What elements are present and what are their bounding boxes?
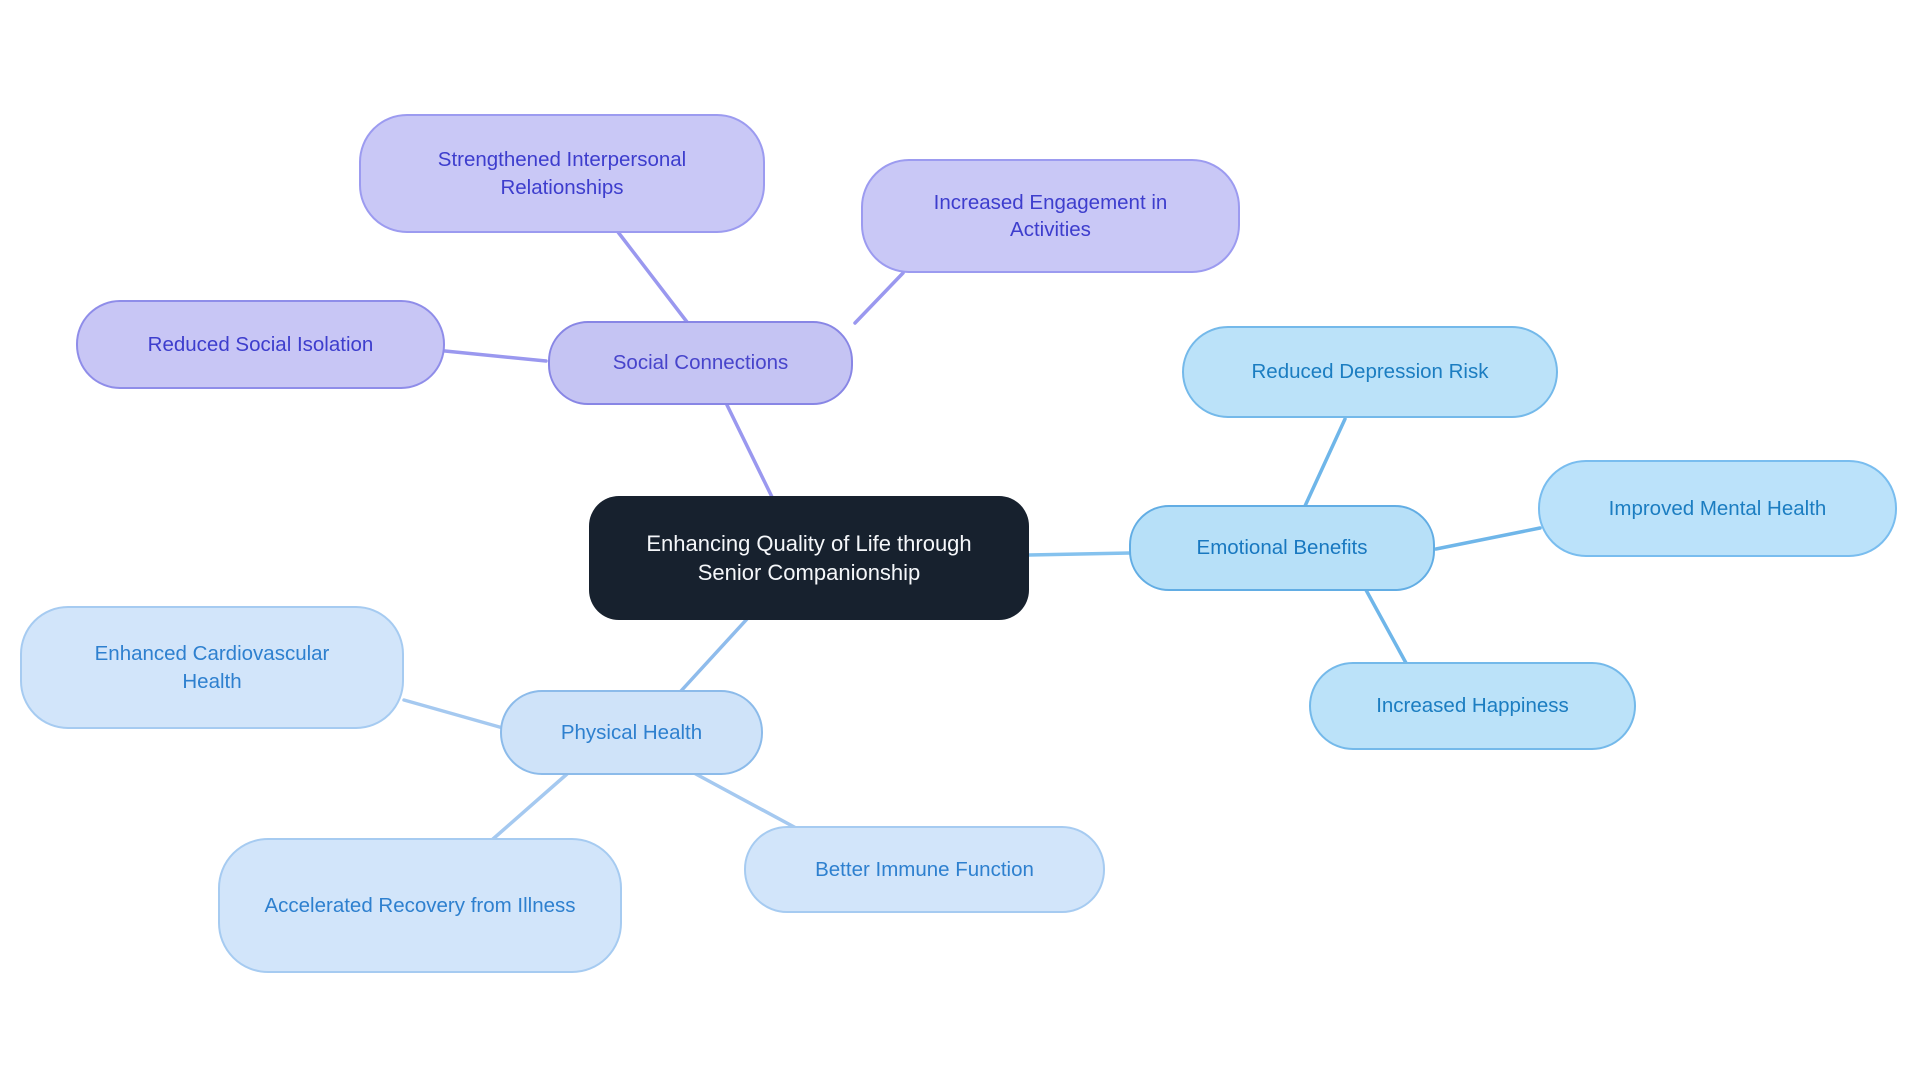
edge-central-physical-health (679, 617, 749, 693)
node-reduced-social-isolation[interactable]: Reduced Social Isolation (76, 300, 445, 389)
node-reduced-depression-risk[interactable]: Reduced Depression Risk (1182, 326, 1558, 418)
node-enhanced-cardiovascular-health[interactable]: Enhanced Cardiovascular Health (20, 606, 404, 729)
edge-social-increased-engagement (853, 271, 905, 325)
edge-emotional-improved-mental-health (1434, 526, 1542, 551)
edge-central-social-connections (725, 403, 774, 499)
node-strengthened-interpersonal-relationships[interactable]: Strengthened Interpersonal Relationships (359, 114, 765, 233)
edge-physical-cardiovascular (402, 698, 505, 730)
node-social-connections[interactable]: Social Connections (548, 321, 853, 405)
node-increased-happiness[interactable]: Increased Happiness (1309, 662, 1636, 750)
node-physical-health[interactable]: Physical Health (500, 690, 763, 775)
node-central-topic[interactable]: Enhancing Quality of Life through Senior… (589, 496, 1029, 620)
node-increased-engagement-in-activities[interactable]: Increased Engagement in Activities (861, 159, 1240, 273)
node-improved-mental-health[interactable]: Improved Mental Health (1538, 460, 1897, 557)
edge-social-reduced-isolation (443, 349, 548, 363)
edge-central-emotional-benefits (1027, 551, 1132, 557)
node-emotional-benefits[interactable]: Emotional Benefits (1129, 505, 1435, 591)
edge-social-strengthened-relationships (616, 230, 689, 324)
node-accelerated-recovery-from-illness[interactable]: Accelerated Recovery from Illness (218, 838, 622, 973)
node-better-immune-function[interactable]: Better Immune Function (744, 826, 1105, 913)
edge-emotional-increased-happiness (1364, 588, 1408, 665)
edge-emotional-reduced-depression (1303, 417, 1347, 508)
edge-physical-better-immune (692, 771, 798, 830)
edge-physical-accelerated-recovery (491, 772, 569, 841)
